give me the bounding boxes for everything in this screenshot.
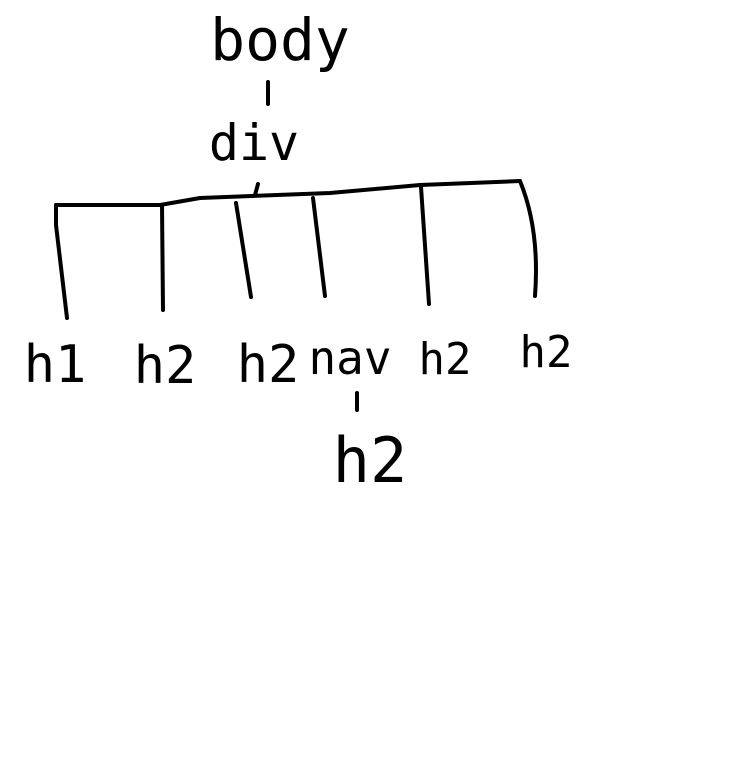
- edge-drop-child-3: [234, 201, 253, 299]
- node-h2-label-6: h2: [520, 327, 573, 378]
- node-h2-label-1: h2: [134, 336, 197, 396]
- edge-drop-child-6: [518, 179, 538, 298]
- node-h2-label-2: h2: [237, 335, 300, 395]
- edge-drop-child-1: [54, 203, 69, 320]
- node-h2-label-5: h2: [419, 334, 472, 385]
- edge-children-bus: [54, 179, 522, 207]
- edge-drop-child-4: [311, 196, 327, 298]
- edge-div-bus-connector: [253, 182, 260, 197]
- edge-drop-child-2: [160, 203, 165, 312]
- node-nav-label: nav: [308, 331, 391, 385]
- node-div-label: div: [209, 114, 299, 172]
- node-nav-child-h2-label: h2: [333, 424, 408, 497]
- edge-drop-child-5: [419, 185, 431, 306]
- node-h1-label: h1: [24, 335, 87, 395]
- node-body-label: body: [210, 6, 350, 74]
